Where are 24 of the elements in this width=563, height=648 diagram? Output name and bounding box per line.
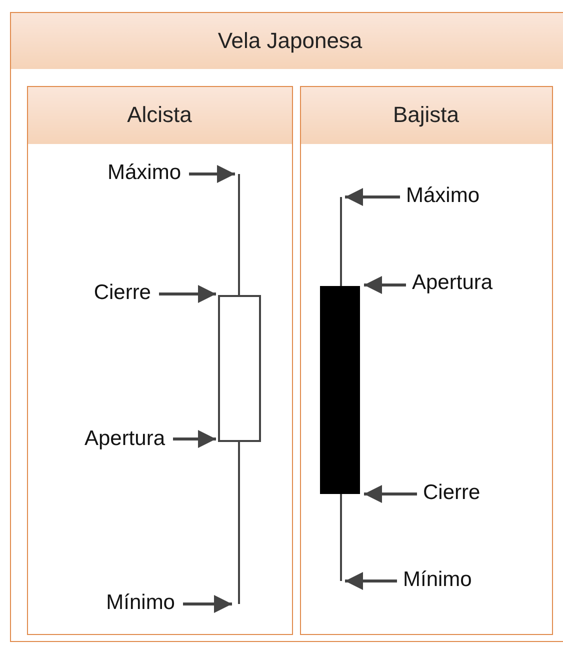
arrow: [183, 595, 232, 613]
panel-heading: Alcista: [28, 86, 292, 144]
arrow: [173, 430, 216, 448]
arrow: [159, 285, 216, 303]
panel-heading: Vela Japonesa: [11, 13, 563, 69]
candle-label: Cierre: [39, 281, 151, 307]
arrow: [345, 188, 400, 206]
arrow: [364, 485, 417, 503]
panel: [300, 86, 552, 634]
panel-heading: Bajista: [300, 86, 552, 144]
panel: [26, 86, 292, 634]
arrow: [189, 165, 235, 183]
arrow: [345, 572, 397, 590]
candle-label: Mínimo: [403, 568, 533, 594]
candle-label: Cierre: [423, 481, 533, 507]
bearish-candlestick-drawing: [318, 196, 362, 582]
candle-label: Mínimo: [49, 591, 175, 617]
bullish-candlestick-drawing: [217, 173, 262, 605]
candle-label: Apertura: [29, 427, 165, 453]
candle-label: Máximo: [406, 184, 536, 210]
arrow: [364, 276, 406, 294]
candle-label: Apertura: [412, 271, 542, 297]
candle-label: Máximo: [59, 161, 181, 187]
panel: [10, 12, 563, 642]
